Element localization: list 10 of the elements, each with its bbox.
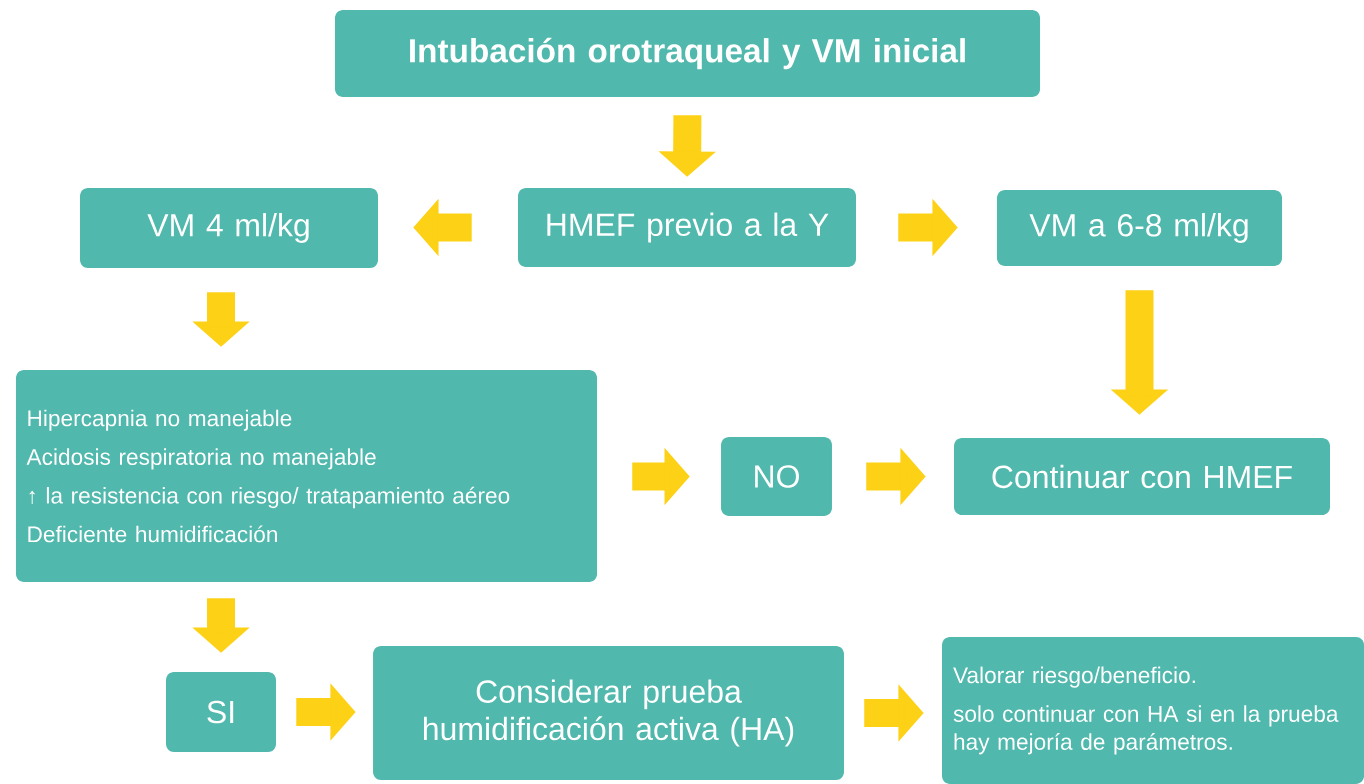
process-box: HMEF previo a la Y (518, 188, 856, 267)
process-box: Continuar con HMEF (954, 437, 1330, 516)
process-box: Intubación orotraqueal y VM inicial (334, 10, 1041, 97)
process-box: Considerar prueba humidificación activa (HA) (373, 646, 844, 780)
process-box: VM 4 ml/kg (80, 188, 378, 268)
process-box: Hipercapnia no manejable Acidosis respiratoria no manejable ↑ la resistencia con riesgo/ tratapamiento aéreo Deficiente humidificación (15, 370, 598, 582)
process-box: NO (721, 437, 832, 516)
process-box: SI (166, 672, 276, 752)
process-box: Valorar riesgo/beneficio. solo continuar con HA si en la prueba hay mejoría de parámetros. (942, 637, 1364, 784)
process-box: VM a 6-8 ml/kg (996, 190, 1283, 266)
